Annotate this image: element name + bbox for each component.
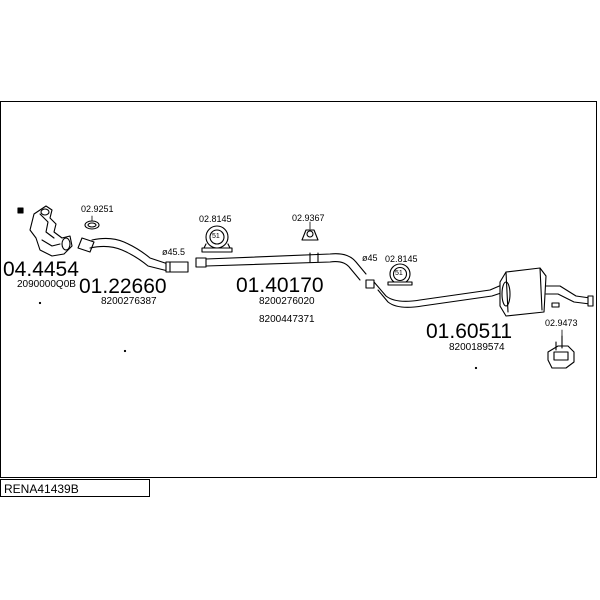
oem-number-rear-muffler: 8200189574 [449, 342, 505, 353]
accessory-bracket-label: 02.9473 [545, 318, 578, 328]
pipe-clamp-icon [201, 225, 233, 253]
mounting-bracket-icon [547, 329, 575, 369]
front-pipe-icon [77, 237, 189, 273]
oem-number-catalyst: 2090000Q0B [17, 279, 76, 290]
diameter-label-rear: ø45 [362, 253, 378, 263]
oem-number-center-pipe-1: 8200276020 [259, 296, 315, 307]
accessory-clamp-label: 02.8145 [199, 214, 232, 224]
part-number-center-pipe: 01.40170 [236, 274, 324, 297]
diagram-frame [0, 101, 597, 478]
center-pipe-icon [195, 252, 367, 281]
rubber-mount-icon [301, 221, 319, 241]
accessory-mount-label: 02.9367 [292, 213, 325, 223]
accessory-clamp-label-2: 02.8145 [385, 254, 418, 264]
reference-code: RENA41439B [0, 479, 150, 497]
oem-number-center-pipe-2: 8200447371 [259, 314, 315, 325]
catalytic-converter-icon [17, 205, 73, 257]
pipe-clamp-icon-2 [387, 263, 413, 286]
part-number-front-pipe: 01.22660 [79, 275, 167, 298]
oem-number-front-pipe: 8200276387 [101, 296, 157, 307]
part-number-rear-muffler: 01.60511 [426, 320, 513, 343]
clamp-size-label: 51 [212, 233, 220, 240]
rear-muffler-icon [365, 267, 594, 317]
clamp-size-label-2: 51 [395, 270, 403, 277]
diameter-label-front: ø45.5 [162, 247, 186, 257]
part-number-catalyst: 04.4454 [3, 258, 79, 281]
gasket-ring-icon [84, 215, 100, 230]
accessory-gasket-label: 02.9251 [81, 204, 114, 214]
